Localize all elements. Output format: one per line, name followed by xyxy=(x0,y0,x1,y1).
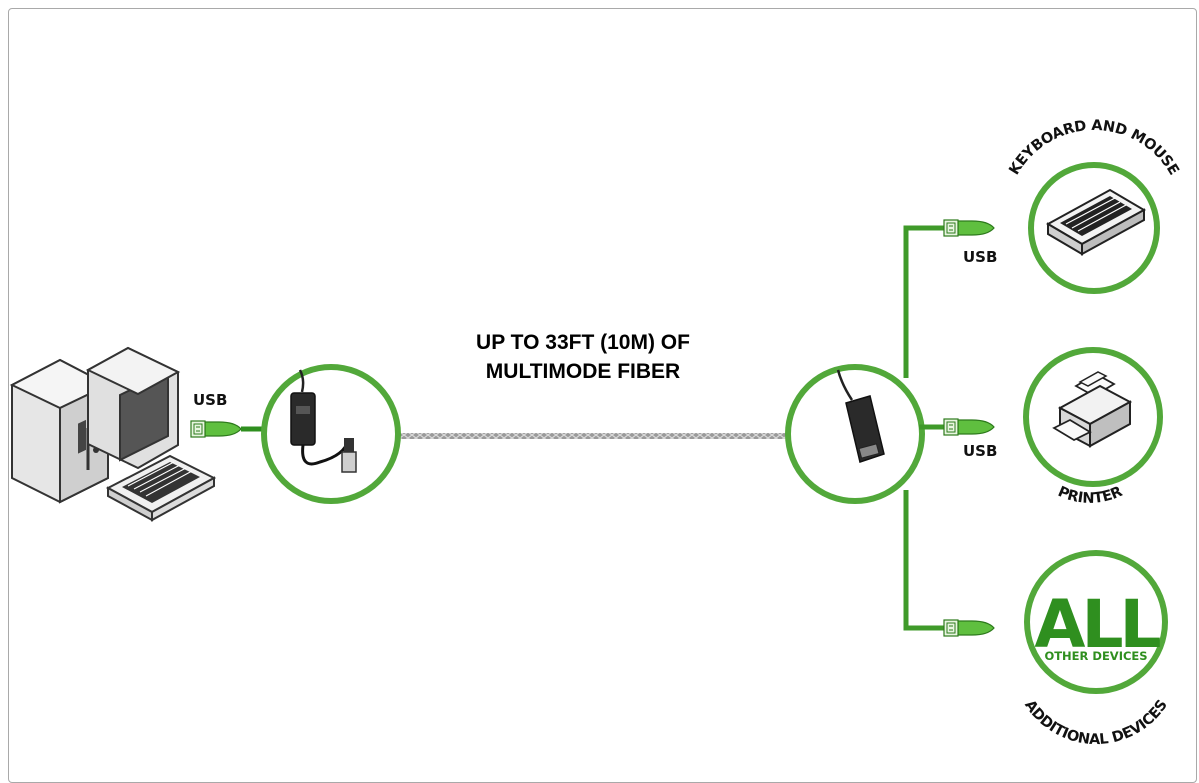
branch-lines xyxy=(903,225,948,631)
svg-text:PRINTER: PRINTER xyxy=(1055,484,1124,507)
computer-icon xyxy=(9,346,217,522)
caption-line-2: MULTIMODE FIBER xyxy=(486,360,680,383)
additional-devices: ALL OTHER DEVICES ADDITIONAL DEVICES xyxy=(1021,550,1171,748)
usb-label-keyboard: USB xyxy=(963,248,997,266)
fiber-cable-line xyxy=(398,433,790,439)
caption-line-1: UP TO 33FT (10M) OF xyxy=(476,331,690,354)
other-devices-label: OTHER DEVICES xyxy=(1044,649,1147,663)
svg-text:ADDITIONAL DEVICES: ADDITIONAL DEVICES xyxy=(1021,697,1171,748)
receiver-unit-circle xyxy=(785,364,925,504)
usb-label-printer: USB xyxy=(963,442,997,460)
all-label: ALL xyxy=(1034,586,1160,663)
usb-plug-additional-icon xyxy=(943,619,995,637)
printer-label: PRINTER xyxy=(1055,484,1125,507)
usb-plug-printer-icon xyxy=(943,418,995,436)
keyboard-mouse-device: KEYBOARD AND MOUSE xyxy=(1006,118,1182,294)
usb-plug-host-icon xyxy=(190,420,242,438)
usb-plug-keyboard-icon xyxy=(943,219,995,237)
additional-devices-label: ADDITIONAL DEVICES xyxy=(1021,697,1171,748)
printer-device: PRINTER xyxy=(1023,347,1163,507)
transmitter-unit-circle xyxy=(261,364,401,504)
usb-label-host: USB xyxy=(193,391,227,409)
transmitter-plug-body xyxy=(344,438,354,452)
